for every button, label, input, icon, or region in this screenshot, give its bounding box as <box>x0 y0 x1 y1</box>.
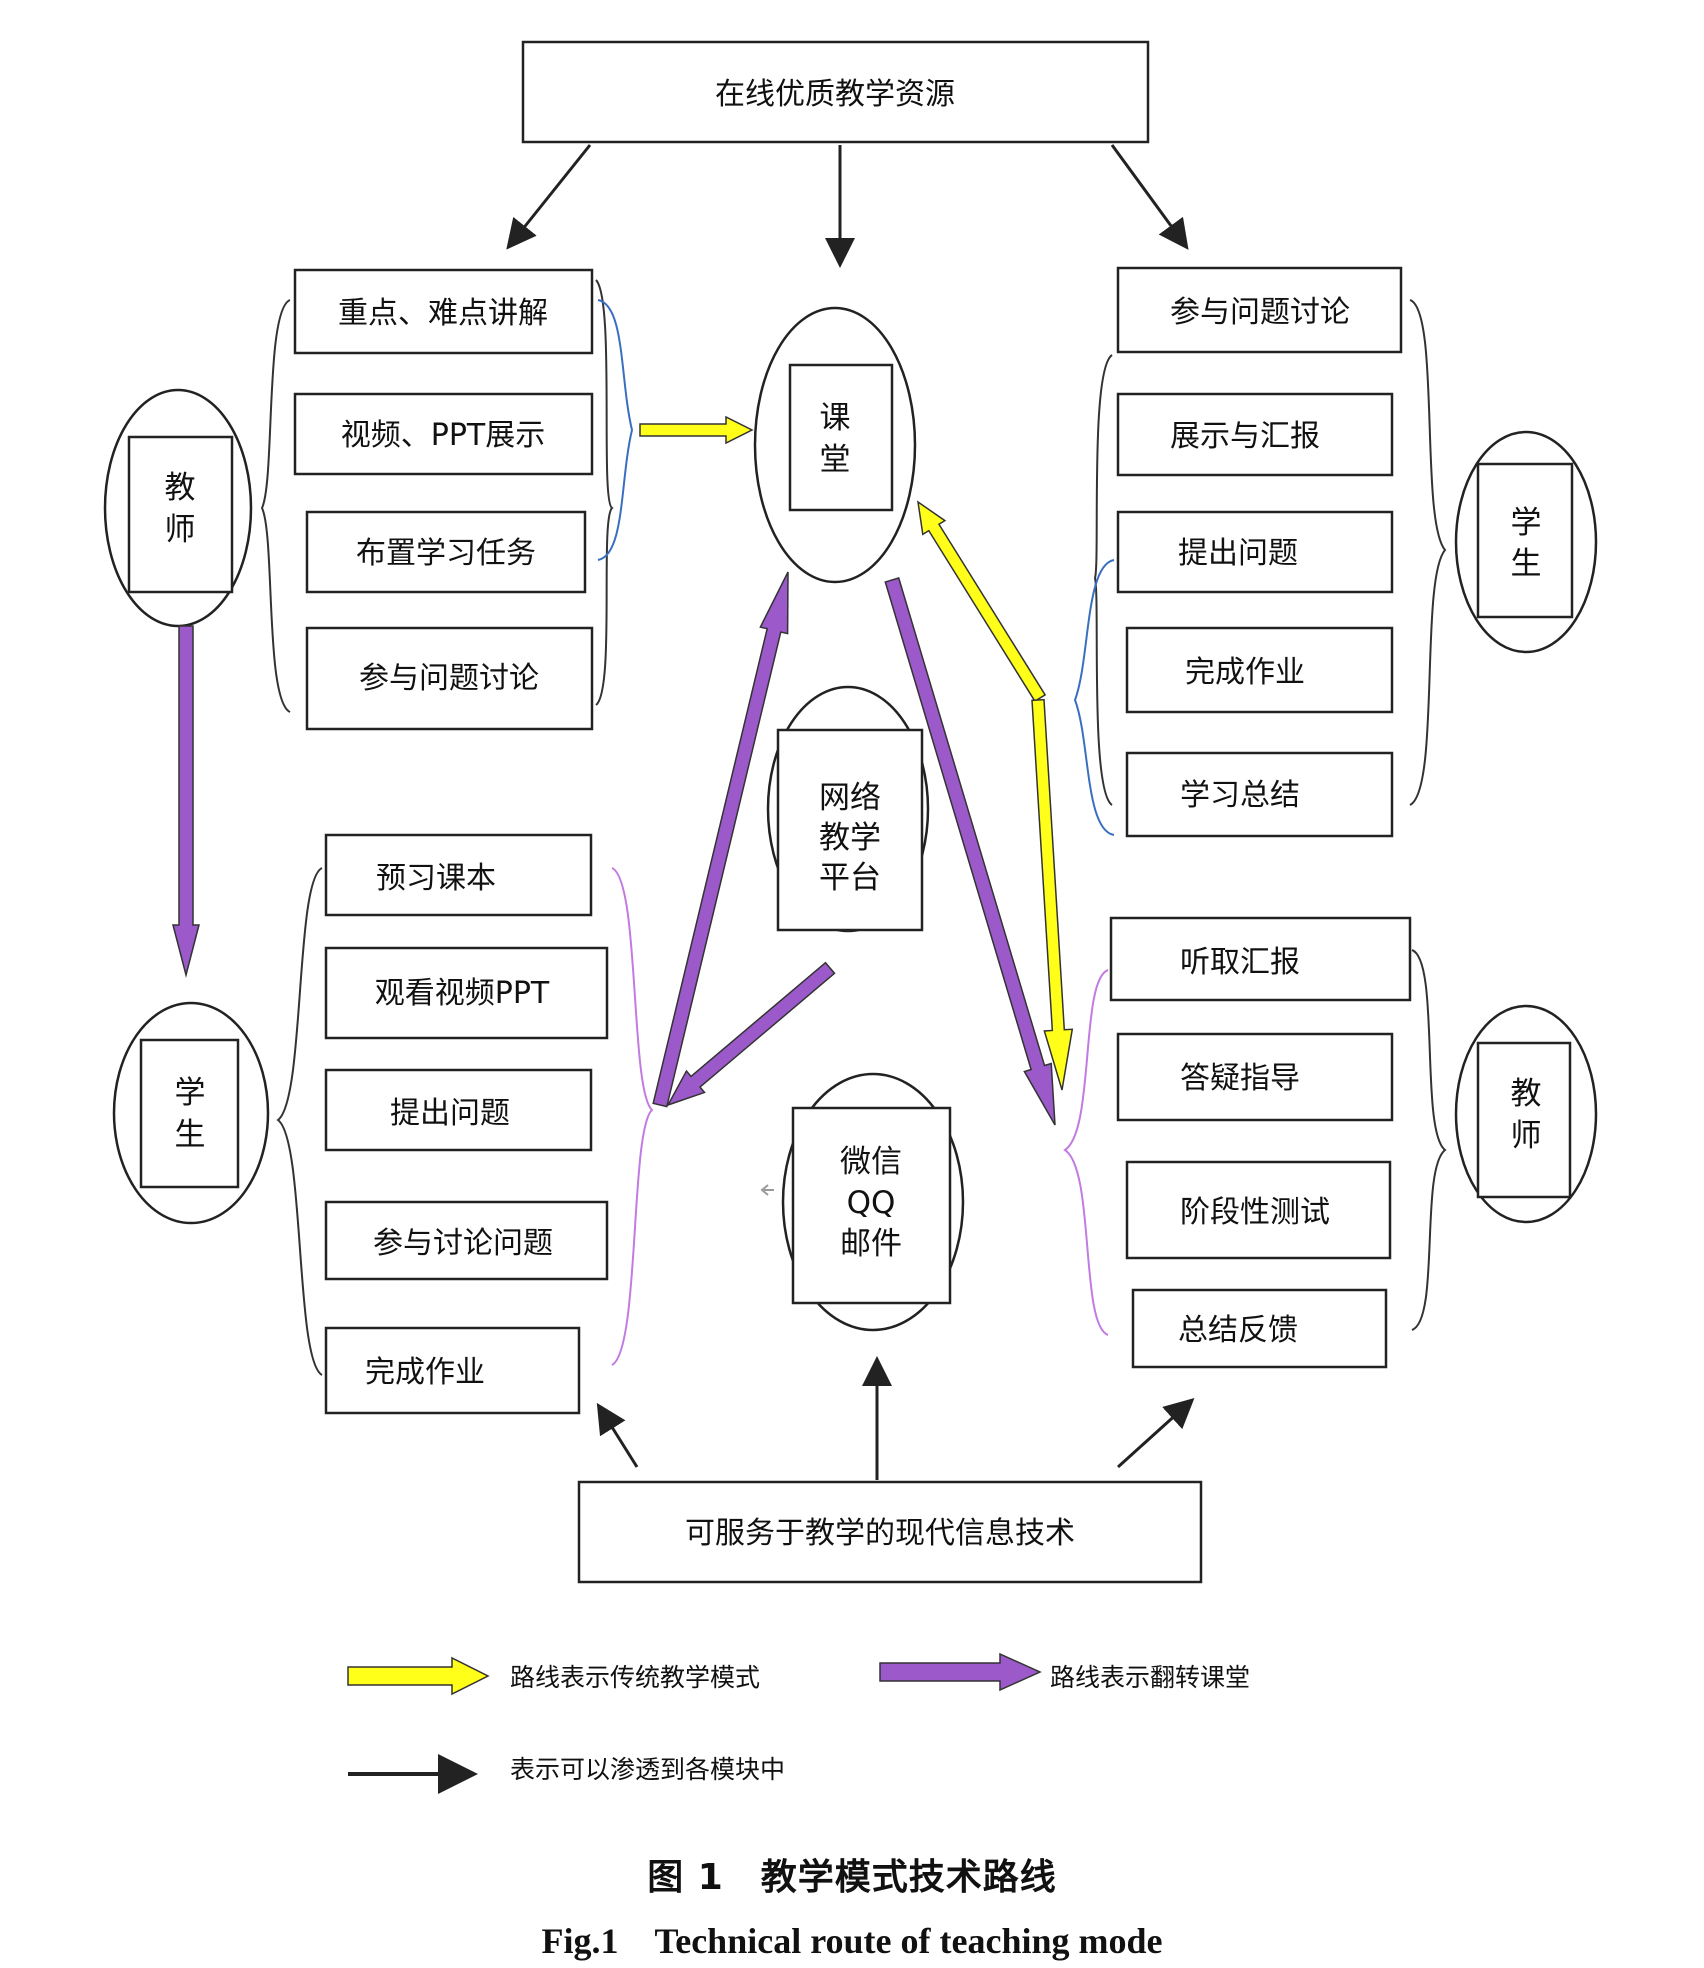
route-arrows <box>172 415 1074 1126</box>
messaging-line-1: 微信 <box>840 1144 902 1180</box>
legend-traditional-label: 路线表示传统教学模式 <box>510 1663 760 1692</box>
flipped-arrow-teacher-to-student <box>172 625 200 978</box>
traditional-arrow-to-teacher-feedback <box>1031 698 1074 1091</box>
list-item: 预习课本 <box>376 861 496 896</box>
traditional-arrow-students-to-classroom <box>917 500 1047 703</box>
list-item: 答疑指导 <box>1180 1061 1300 1096</box>
messaging-line-3: 邮件 <box>840 1226 902 1262</box>
flipped-arrow-classroom-to-teacher-feedback <box>884 577 1056 1126</box>
bottom-tech-node: 可服务于教学的现代信息技术 <box>577 1480 1203 1584</box>
flipped-arrow-platform-to-student <box>666 961 836 1107</box>
student-self-study-brace <box>276 867 323 1376</box>
legend-traditional-arrow <box>347 1656 490 1696</box>
list-item: 完成作业 <box>365 1355 485 1390</box>
teacher-tasks-brace <box>260 299 291 713</box>
arrow-resource-to-student-tasks <box>1110 144 1189 250</box>
student-tasks-blue-brace <box>1073 559 1115 836</box>
list-item: 完成作业 <box>1185 655 1305 690</box>
platform-line-3: 平台 <box>819 860 881 896</box>
legend: 路线表示传统教学模式 路线表示翻转课堂 表示可以渗透到各模块中 <box>347 1652 1250 1794</box>
platform-line-2: 教学 <box>819 820 881 856</box>
list-item: 重点、难点讲解 <box>338 296 548 331</box>
teacher-top-left-node: 教 师 <box>103 388 253 628</box>
top-resource-label: 在线优质教学资源 <box>715 77 955 112</box>
arrow-tech-to-teacher-feedback <box>1116 1397 1195 1469</box>
top-resource-node: 在线优质教学资源 <box>521 40 1150 144</box>
teacher-tasks-right-brace <box>595 279 614 706</box>
platform-line-1: 网络 <box>819 780 881 816</box>
teacher-bottom-right-node: 教 师 <box>1454 1004 1598 1224</box>
student-tr-char-1: 学 <box>1511 505 1542 541</box>
list-item: 提出问题 <box>390 1096 510 1131</box>
student-self-study-pink-brace <box>611 867 654 1366</box>
classroom-char-1: 课 <box>820 400 851 436</box>
bottom-tech-label: 可服务于教学的现代信息技术 <box>685 1516 1075 1551</box>
messaging-node: 微信 QQ 邮件 <box>781 1072 965 1332</box>
classroom-char-2: 堂 <box>820 442 851 478</box>
list-item: 学习总结 <box>1180 778 1300 813</box>
list-item: 展示与汇报 <box>1170 419 1320 454</box>
traditional-arrow-teacher-to-classroom <box>639 415 754 445</box>
figure-caption-cn: 图 1 教学模式技术路线 <box>647 1857 1057 1898</box>
legend-flipped-arrow-icon <box>879 1652 1042 1692</box>
teacher-tl-char-2: 师 <box>165 512 196 548</box>
list-item: 参与问题讨论 <box>359 661 539 696</box>
flipped-arrow-student-to-classroom <box>652 571 789 1108</box>
figure-caption-en: Fig.1 Technical route of teaching mode <box>541 1921 1163 1961</box>
classroom-node: 课 堂 <box>753 306 917 584</box>
student-classroom-task-list: 参与问题讨论 展示与汇报 提出问题 完成作业 学习总结 <box>1116 266 1403 838</box>
list-item: 阶段性测试 <box>1180 1195 1330 1230</box>
student-bl-char-2: 生 <box>175 1117 206 1153</box>
student-top-right-node: 学 生 <box>1454 430 1598 654</box>
teacher-classroom-task-list: 重点、难点讲解 视频、PPT展示 布置学习任务 参与问题讨论 <box>293 268 594 731</box>
student-tasks-left-brace <box>1093 354 1113 806</box>
teacher-feedback-pink-brace <box>1063 969 1109 1336</box>
list-item: 听取汇报 <box>1180 945 1300 980</box>
student-tasks-right-brace <box>1409 299 1447 806</box>
legend-flipped-label: 路线表示翻转课堂 <box>1050 1663 1250 1692</box>
legend-traditional-arrow-icon <box>347 1656 490 1696</box>
network-platform-node: 网络 教学 平台 <box>766 685 930 933</box>
arrow-tech-to-student-study <box>596 1402 639 1468</box>
teacher-br-char-2: 师 <box>1511 1118 1542 1154</box>
legend-penetrate-label: 表示可以渗透到各模块中 <box>510 1755 785 1784</box>
list-item: 观看视频PPT <box>375 976 550 1011</box>
list-item: 参与讨论问题 <box>373 1226 553 1261</box>
teacher-tl-char-1: 教 <box>165 470 196 506</box>
messaging-line-2: QQ <box>847 1185 896 1221</box>
teacher-br-char-1: 教 <box>1511 1076 1542 1112</box>
teacher-feedback-task-list: 听取汇报 答疑指导 阶段性测试 总结反馈 <box>1109 916 1412 1369</box>
list-item: 布置学习任务 <box>356 536 536 571</box>
teacher-tasks-blue-brace <box>597 299 634 561</box>
list-item: 视频、PPT展示 <box>341 418 546 453</box>
student-self-study-list: 预习课本 观看视频PPT 提出问题 参与讨论问题 完成作业 <box>324 833 609 1415</box>
student-tr-char-2: 生 <box>1511 546 1542 582</box>
student-bl-char-1: 学 <box>175 1075 206 1111</box>
legend-flipped-arrow <box>879 1652 1042 1692</box>
small-grey-arrow-icon <box>760 1184 774 1196</box>
arrow-resource-to-teacher-tasks <box>506 144 592 250</box>
list-item: 参与问题讨论 <box>1170 295 1350 330</box>
list-item: 提出问题 <box>1178 536 1298 571</box>
teacher-feedback-right-brace <box>1411 949 1447 1331</box>
list-item: 总结反馈 <box>1178 1313 1298 1348</box>
student-bottom-left-node: 学 生 <box>112 1001 270 1225</box>
